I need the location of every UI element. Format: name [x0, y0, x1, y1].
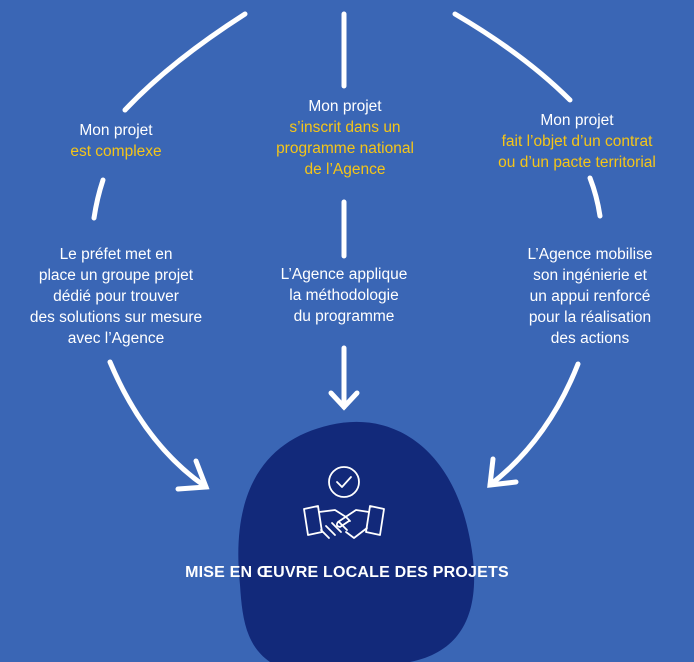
column-2-description: L’Agence applique la méthodologie du pro…	[250, 264, 438, 327]
description-line: pour la réalisation	[528, 309, 652, 326]
right-arc-mid	[587, 175, 603, 219]
description-line: L’Agence mobilise	[527, 246, 653, 263]
description-line: L’Agence applique	[280, 266, 408, 283]
column-1-title: Mon projet est complexe	[36, 120, 196, 162]
left-arc-top	[122, 11, 248, 113]
right-arc-top	[452, 11, 573, 103]
column-2-title-highlight-line: s’inscrit dans un	[289, 119, 401, 136]
description-line: avec l’Agence	[67, 330, 165, 347]
column-1-title-intro: Mon projet	[79, 122, 153, 139]
description-line: des actions	[550, 330, 630, 347]
column-1-title-highlight: est complexe	[70, 143, 162, 160]
column-1-description: Le préfet met en place un groupe projet …	[16, 244, 216, 349]
left-arrowhead	[175, 458, 210, 492]
final-outcome-label: MISE EN ŒUVRE LOCALE DES PROJETS	[185, 564, 509, 581]
column-2-title: Mon projet s’inscrit dans un programme n…	[240, 96, 450, 180]
column-3-title: Mon projet fait l’objet d’un contrat ou …	[460, 110, 694, 173]
column-3-description: L’Agence mobilise son ingénierie et un a…	[490, 244, 690, 349]
column-3-title-intro: Mon projet	[540, 112, 614, 129]
checkmark-circle-icon	[328, 466, 360, 498]
right-arrowhead	[487, 456, 519, 488]
description-line: du programme	[293, 308, 395, 325]
description-line: place un groupe projet	[38, 267, 194, 284]
left-arc-mid	[91, 177, 106, 221]
description-line: un appui renforcé	[529, 288, 651, 305]
column-2-title-intro: Mon projet	[308, 98, 382, 115]
handshake-icon	[303, 505, 385, 539]
central-blob	[238, 421, 475, 662]
description-line: dédié pour trouver	[53, 288, 179, 305]
description-line: Le préfet met en	[59, 246, 173, 263]
column-3-title-highlight-line: ou d’un pacte territorial	[498, 154, 656, 171]
left-arc-bottom	[107, 359, 209, 490]
description-line: des solutions sur mesure	[29, 309, 203, 326]
right-arc-bottom	[487, 361, 581, 488]
center-arrowhead	[328, 390, 360, 411]
column-2-title-highlight-line: de l’Agence	[304, 161, 386, 178]
column-2-title-highlight-line: programme national	[276, 140, 414, 157]
description-line: son ingénierie et	[533, 267, 647, 284]
description-line: la méthodologie	[289, 287, 399, 304]
column-3-title-highlight-line: fait l’objet d’un contrat	[501, 133, 653, 150]
